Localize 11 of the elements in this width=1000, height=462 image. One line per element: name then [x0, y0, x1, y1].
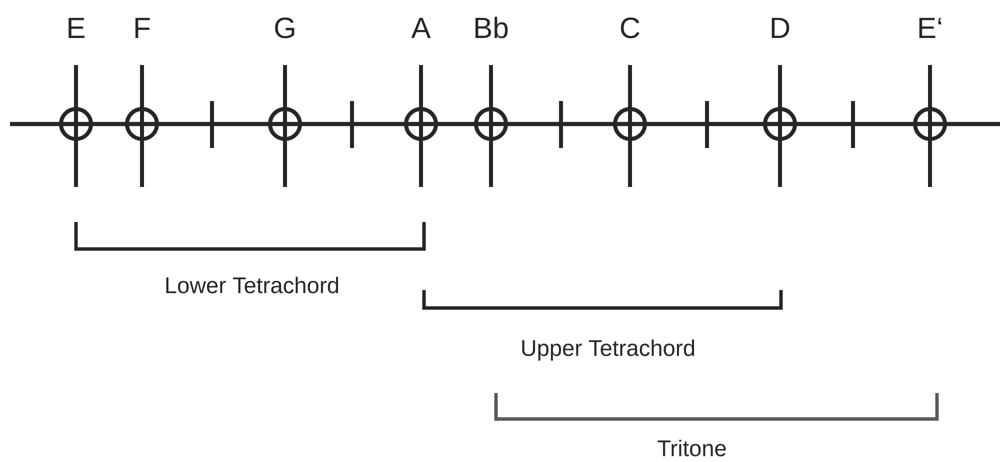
note-name: E‘ [919, 18, 942, 38]
bracket-label: Lower Tetrachord [166, 276, 338, 294]
note-name: F [135, 18, 150, 38]
note-name: A [411, 18, 431, 38]
bracket-label: Upper Tetrachord [522, 339, 694, 361]
note-name: Bb [475, 16, 508, 38]
note-name: D [772, 18, 790, 38]
note-name: E [68, 18, 85, 38]
note-name: G [275, 18, 294, 38]
note-name: C [620, 18, 640, 38]
bracket-label: Tritone [658, 440, 726, 456]
